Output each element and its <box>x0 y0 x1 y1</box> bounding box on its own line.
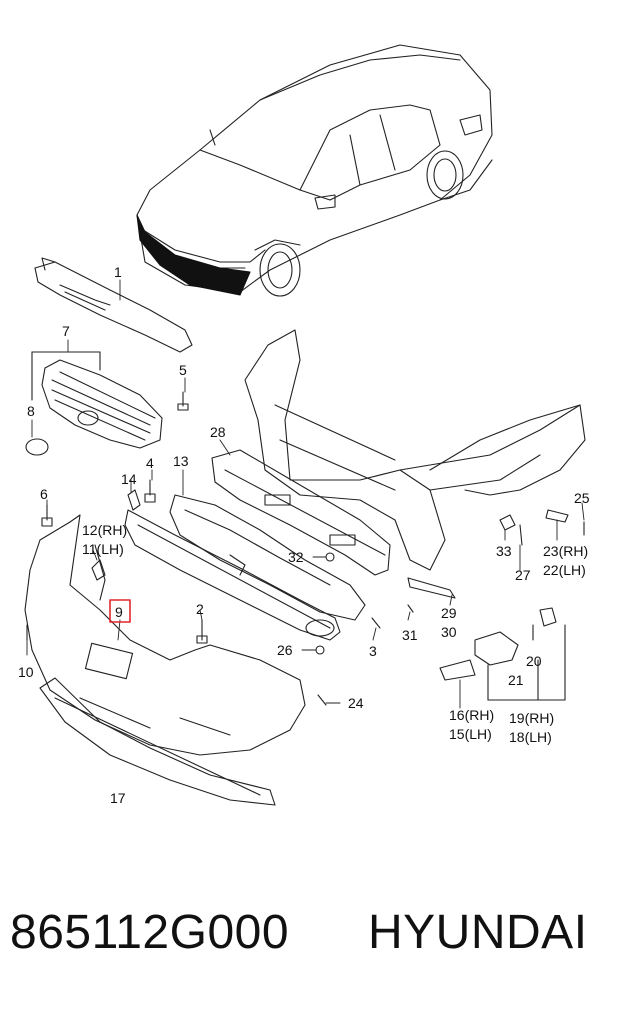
part-clip-6 <box>41 504 53 527</box>
part-bracket-14 <box>127 489 141 511</box>
callout-11: 11(LH) <box>82 541 124 557</box>
callout-24: 24 <box>348 695 364 711</box>
callout-22: 22(LH) <box>543 562 586 578</box>
callout-6: 6 <box>40 486 48 502</box>
callout-25: 25 <box>574 490 590 506</box>
callout-labels: 1 7 5 8 28 14 4 13 6 12(RH) 11(LH) 9 2 3… <box>18 264 590 806</box>
callout-9-highlight <box>109 599 131 623</box>
callout-9: 9 <box>115 604 123 620</box>
part-clip-27 <box>519 524 523 546</box>
part-clip-4 <box>144 479 156 503</box>
part-clip-3 <box>371 617 381 629</box>
callout-1: 1 <box>114 264 122 280</box>
part-fog-lamp <box>439 607 566 701</box>
part-radiator-grille <box>25 351 163 456</box>
part-screw-2 <box>196 619 208 644</box>
part-number: 865112G000 <box>10 906 290 959</box>
callout-30: 30 <box>441 624 457 640</box>
callout-26: 26 <box>277 642 293 658</box>
callout-10: 10 <box>18 664 34 680</box>
callout-2: 2 <box>196 601 204 617</box>
part-screw-5 <box>177 391 189 411</box>
callout-16: 16(RH) <box>449 707 494 723</box>
part-fender <box>429 404 586 496</box>
callout-27: 27 <box>515 567 531 583</box>
callout-32: 32 <box>288 549 304 565</box>
callout-19: 19(RH) <box>509 710 554 726</box>
part-bumper-lower-grille <box>124 509 341 641</box>
callout-33: 33 <box>496 543 512 559</box>
part-upper-cover <box>34 257 193 353</box>
callout-7: 7 <box>62 323 70 339</box>
callout-13: 13 <box>173 453 189 469</box>
callout-4: 4 <box>146 455 154 471</box>
part-bolt-24 <box>317 694 327 706</box>
parts-diagram: 1 7 5 8 28 14 4 13 6 12(RH) 11(LH) 9 2 3… <box>18 44 590 806</box>
footer: 865112G000 HYUNDAI <box>0 905 620 975</box>
callout-21: 21 <box>508 672 524 688</box>
part-radiator-support <box>244 329 581 571</box>
callout-18: 18(LH) <box>509 729 552 745</box>
callout-8: 8 <box>27 403 35 419</box>
part-nut-32 <box>325 552 335 562</box>
part-clip-33 <box>499 514 516 531</box>
car-front-bumper-shade <box>136 214 251 296</box>
callout-14: 14 <box>121 471 137 487</box>
callout-5: 5 <box>179 362 187 378</box>
part-front-bumper-cover <box>24 514 306 756</box>
part-lower-cover <box>39 677 276 806</box>
part-side-bracket <box>91 559 106 581</box>
callout-12: 12(RH) <box>82 522 127 538</box>
callout-17: 17 <box>110 790 126 806</box>
part-bracket-23 <box>545 509 569 523</box>
callout-15: 15(LH) <box>449 726 492 742</box>
brand-name: HYUNDAI <box>368 906 588 959</box>
part-bracket-29 <box>407 577 456 613</box>
callout-20: 20 <box>526 653 542 669</box>
callout-31: 31 <box>402 627 418 643</box>
car-illustration <box>136 44 493 297</box>
callout-29: 29 <box>441 605 457 621</box>
callout-3: 3 <box>369 643 377 659</box>
callout-23: 23(RH) <box>543 543 588 559</box>
leader-lines <box>26 279 585 709</box>
part-energy-absorber <box>169 494 366 621</box>
callout-28: 28 <box>210 424 226 440</box>
part-nut-26 <box>315 645 325 655</box>
